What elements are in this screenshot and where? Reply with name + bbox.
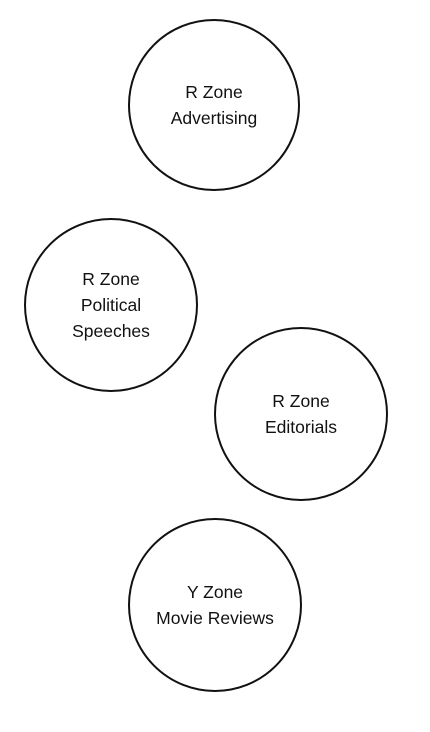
zone-topic: Movie Reviews [156, 608, 274, 628]
zone-topic: Speeches [72, 321, 150, 341]
zone-circle-editorials: R Zone Editorials [214, 327, 388, 501]
zone-label: R Zone [82, 269, 140, 289]
zone-label: Y Zone [186, 582, 244, 602]
zone-circle-political-speeches: R Zone Political Speeches [24, 218, 198, 392]
zone-label: R Zone [185, 82, 243, 102]
zone-topic: Editorials [265, 417, 337, 437]
zone-topic: Advertising [170, 108, 258, 128]
zone-circle-advertising: R Zone Advertising [128, 19, 300, 191]
zone-topic: Political [80, 295, 142, 315]
zone-circle-movie-reviews: Y Zone Movie Reviews [128, 518, 302, 692]
zone-label: R Zone [272, 391, 330, 411]
